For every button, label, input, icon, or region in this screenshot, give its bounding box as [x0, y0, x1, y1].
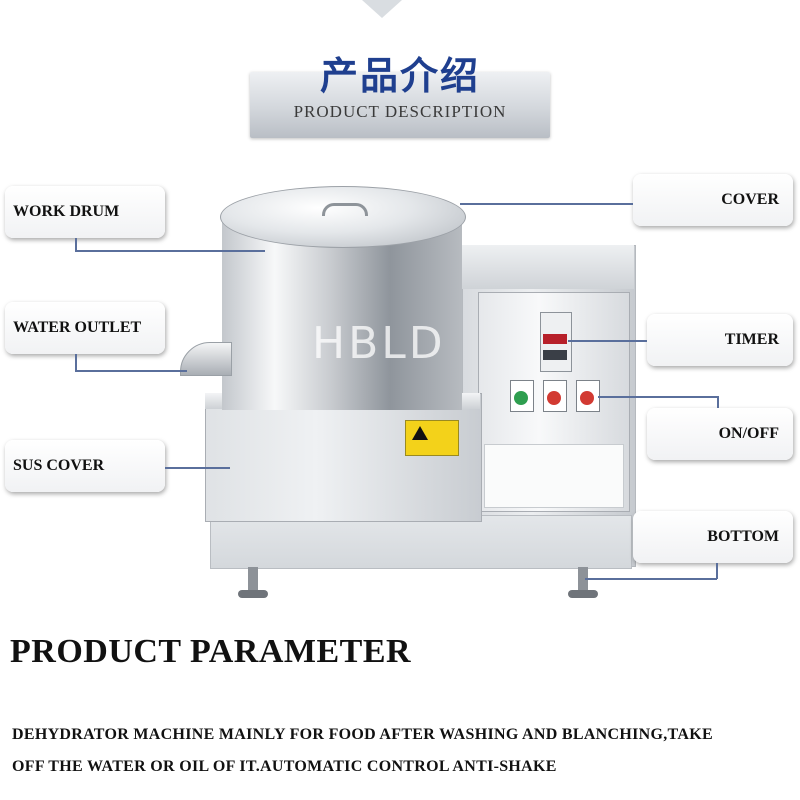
label-bottom-text: BOTTOM — [707, 528, 779, 545]
emergency-button[interactable] — [580, 391, 594, 405]
watermark: HBLD — [312, 318, 446, 369]
description-line-2: OFF THE WATER OR OIL OF IT.AUTOMATIC CON… — [12, 758, 557, 775]
foot-left-pad — [238, 590, 268, 598]
label-work-drum: WORK DRUM — [5, 186, 165, 238]
label-water-outlet: WATER OUTLET — [5, 302, 165, 354]
foot-left — [248, 567, 258, 591]
timer-display-lower — [543, 350, 567, 360]
label-cover: COVER — [633, 174, 793, 226]
water-outlet-pipe — [180, 342, 232, 376]
label-bottom: BOTTOM — [633, 511, 793, 563]
warning-triangle-icon — [412, 426, 428, 440]
header-notch — [362, 0, 402, 18]
cabinet-top — [462, 245, 634, 289]
description-line-1: DEHYDRATOR MACHINE MAINLY FOR FOOD AFTER… — [12, 726, 713, 743]
section-title: PRODUCT PARAMETER — [10, 633, 412, 670]
pointer-cover — [460, 203, 633, 205]
drum-cover — [220, 186, 466, 248]
start-button[interactable] — [514, 391, 528, 405]
pointer-water-outlet-vert — [75, 354, 77, 371]
label-sus-cover: SUS COVER — [5, 440, 165, 492]
pointer-sus-cover — [165, 467, 230, 469]
label-timer: TIMER — [647, 314, 793, 366]
pointer-water-outlet — [75, 370, 187, 372]
label-on-off-text: ON/OFF — [718, 425, 779, 442]
pointer-bottom-vert — [716, 563, 718, 579]
label-timer-text: TIMER — [724, 331, 779, 348]
timer-display — [543, 334, 567, 344]
header-band — [250, 72, 550, 138]
pointer-timer — [568, 340, 647, 342]
base-panel — [210, 515, 632, 569]
label-work-drum-text: WORK DRUM — [13, 203, 120, 220]
header-subtitle: PRODUCT DESCRIPTION — [293, 102, 507, 121]
cabinet-door — [484, 444, 624, 508]
pointer-work-drum-vert — [75, 238, 77, 251]
label-on-off: ON/OFF — [647, 408, 793, 460]
pointer-on-off — [598, 396, 718, 398]
sus-cover-panel — [205, 393, 482, 522]
machine-illustration: HBLD — [180, 186, 636, 598]
lid-handle-icon — [322, 203, 368, 216]
label-cover-text: COVER — [721, 191, 779, 208]
foot-right — [578, 567, 588, 591]
label-sus-cover-text: SUS COVER — [13, 457, 105, 474]
header-title: 产品介绍 — [319, 54, 480, 98]
pointer-bottom — [585, 578, 717, 580]
label-water-outlet-text: WATER OUTLET — [13, 319, 142, 336]
pointer-on-off-vert — [717, 396, 719, 408]
stop-button[interactable] — [547, 391, 561, 405]
pointer-work-drum — [75, 250, 265, 252]
foot-right-pad — [568, 590, 598, 598]
